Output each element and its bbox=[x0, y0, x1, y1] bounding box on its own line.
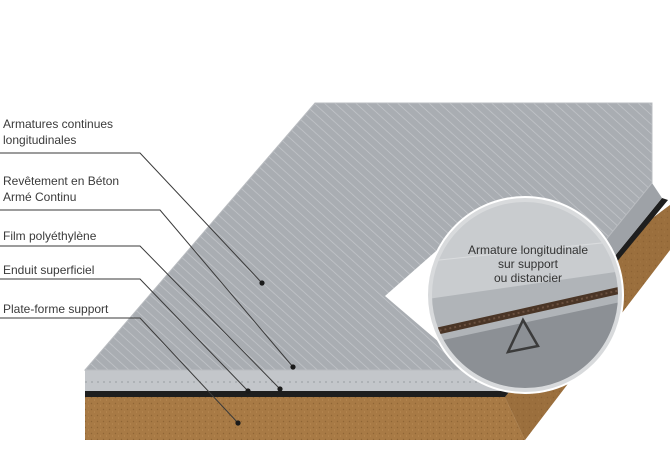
dot-enduit bbox=[245, 388, 251, 394]
inset-caption-line2: sur support bbox=[497, 257, 559, 271]
leader-lines bbox=[0, 152, 294, 424]
dot-plateforme bbox=[235, 420, 241, 426]
leader-plateforme bbox=[0, 317, 239, 424]
dot-armatures bbox=[259, 280, 265, 286]
label-armatures: Armatures continues longitudinales bbox=[3, 116, 113, 148]
label-plateforme-text: Plate-forme support bbox=[3, 302, 109, 316]
label-enduit: Enduit superficiel bbox=[3, 262, 94, 278]
dot-revetement bbox=[290, 364, 296, 370]
label-film-text: Film polyéthylène bbox=[3, 229, 97, 243]
leader-dots bbox=[235, 280, 296, 426]
inset-caption-line1: Armature longitudinale bbox=[467, 243, 589, 257]
label-armatures-line2: longitudinales bbox=[3, 133, 77, 147]
armature-detail-inset bbox=[385, 196, 624, 394]
label-plateforme: Plate-forme support bbox=[3, 301, 108, 317]
leader-film bbox=[0, 245, 281, 390]
leader-enduit bbox=[0, 278, 249, 392]
leader-armatures bbox=[0, 152, 263, 284]
label-armatures-line1: Armatures continues bbox=[3, 117, 114, 131]
label-film: Film polyéthylène bbox=[3, 228, 96, 244]
label-revetement-line1: Revêtement en Béton bbox=[3, 174, 120, 188]
label-enduit-text: Enduit superficiel bbox=[3, 263, 95, 277]
inset-caption: Armature longitudinale sur support ou di… bbox=[443, 243, 613, 285]
dot-film bbox=[277, 386, 283, 392]
label-revetement-line2: Armé Continu bbox=[3, 190, 77, 204]
leader-revetement bbox=[0, 209, 294, 368]
inset-caption-line3: ou distancier bbox=[493, 271, 563, 285]
label-revetement: Revêtement en Béton Armé Continu bbox=[3, 173, 119, 205]
